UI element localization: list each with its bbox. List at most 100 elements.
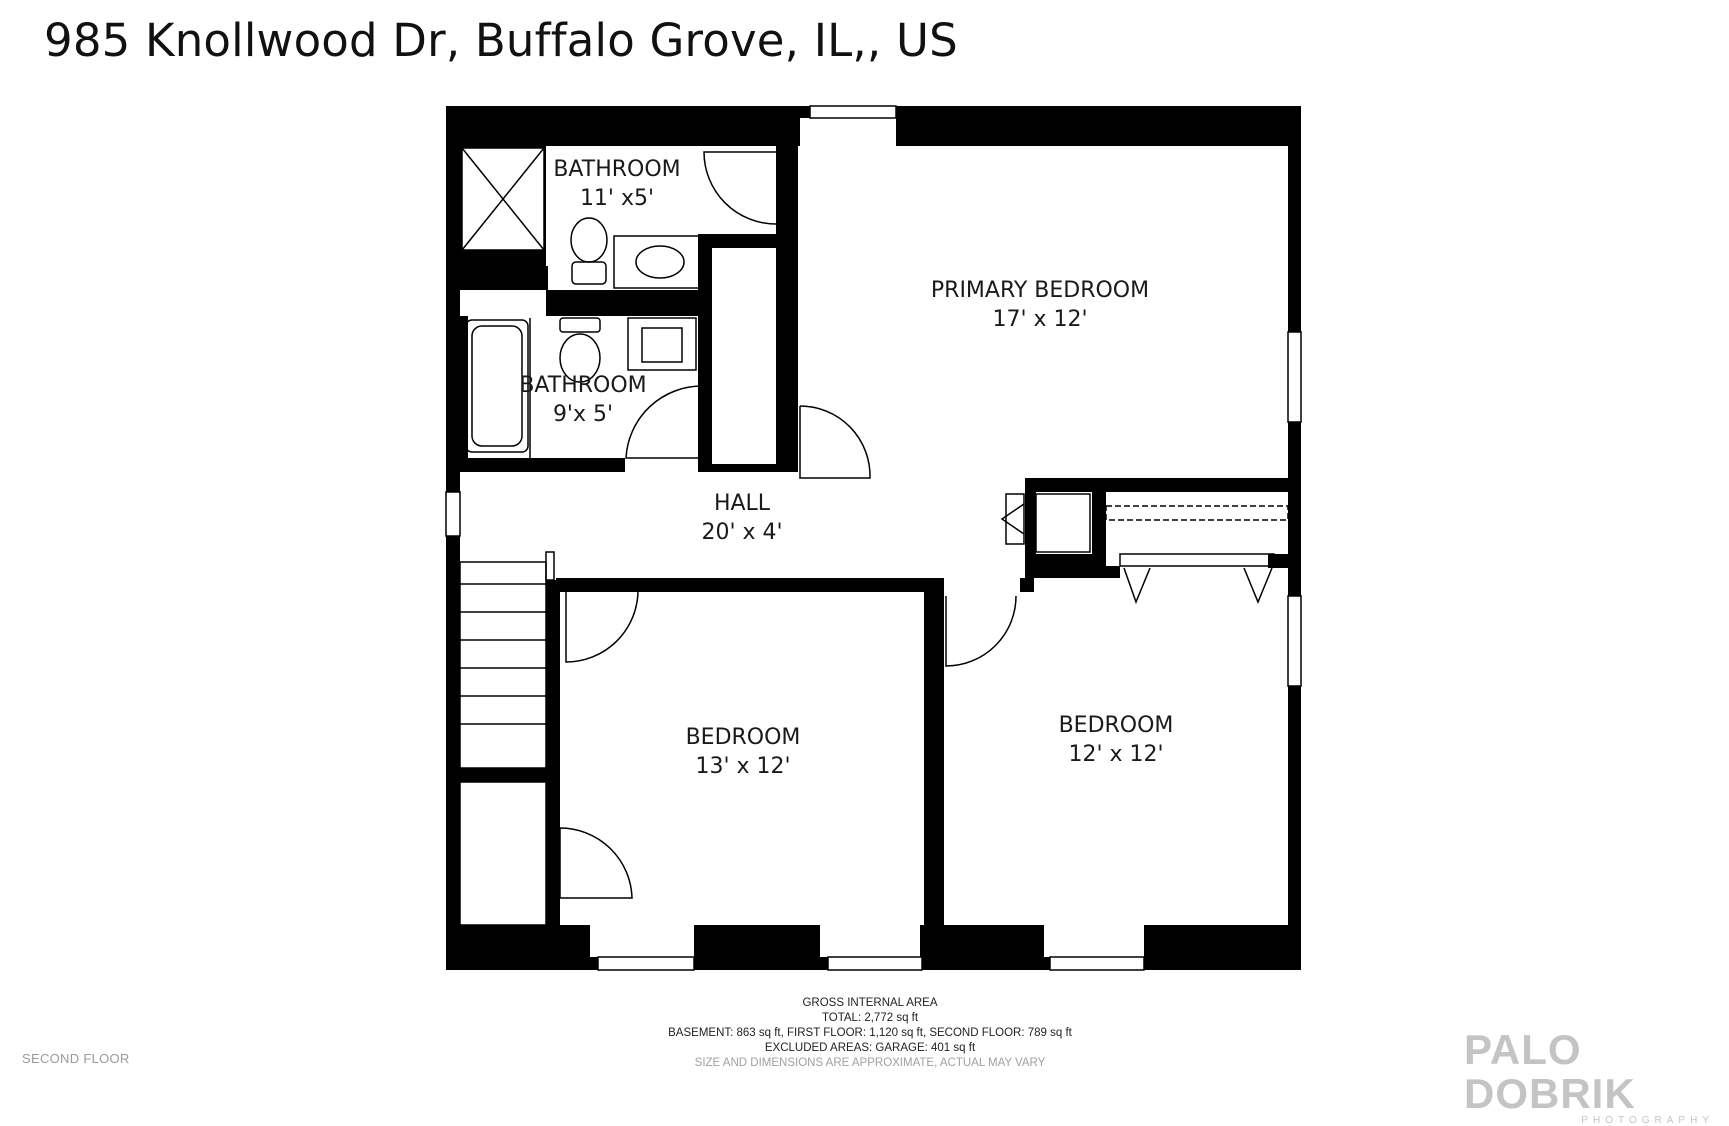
wall [698, 316, 712, 494]
wall [1092, 478, 1106, 554]
window [1049, 956, 1145, 971]
room-dimensions: 13' x 12' [695, 754, 790, 779]
wall [446, 925, 590, 970]
room-name: BATHROOM [519, 373, 646, 398]
room-dimensions: 11' x5' [580, 186, 654, 211]
window [597, 956, 695, 971]
windows [445, 105, 1302, 971]
closet-rod [1105, 505, 1289, 521]
wall [446, 106, 460, 970]
sink [635, 245, 685, 279]
area-heading: GROSS INTERNAL AREA [802, 997, 938, 1009]
floor [560, 592, 924, 925]
fixtures [459, 147, 1091, 926]
wall [698, 234, 788, 248]
brand-sub: PHOTOGRAPHY [1581, 1115, 1714, 1126]
vanity [613, 235, 701, 289]
shower-line [461, 147, 545, 251]
wall [920, 925, 1044, 970]
stair-rail [545, 551, 555, 581]
room-dimensions: 20' x 4' [701, 520, 782, 545]
closet-box [1035, 493, 1091, 553]
floor [1036, 492, 1092, 554]
room-floors [460, 146, 1288, 925]
floor-plan: BATHROOM 11' x5' PRIMARY BEDROOM 17' x 12' B… [445, 105, 1302, 971]
wall [556, 578, 932, 592]
wall [546, 580, 560, 930]
sink [641, 327, 683, 363]
floor [798, 146, 1288, 478]
floor [712, 248, 776, 464]
window [1287, 331, 1302, 423]
window [1287, 595, 1302, 687]
wall [896, 106, 1300, 146]
floor [460, 562, 546, 768]
wall [776, 146, 790, 476]
closet-door-track [1119, 553, 1275, 567]
toilet-tank [559, 317, 601, 333]
wall [460, 316, 468, 458]
floor [468, 316, 698, 458]
wall [546, 580, 560, 588]
hall-door [1005, 493, 1025, 545]
door [1000, 503, 1025, 535]
closet-door [1243, 567, 1273, 604]
floor [1106, 492, 1288, 554]
brand-name: PALO DOBRIK [1464, 1026, 1636, 1117]
door [945, 595, 1017, 667]
wall [1144, 925, 1301, 970]
door [625, 385, 703, 459]
wall [924, 590, 944, 930]
wall [460, 458, 625, 472]
area-breakdown: BASEMENT: 863 sq ft, FIRST FLOOR: 1,120 … [668, 1027, 1072, 1039]
wall [460, 266, 548, 290]
room-name: BEDROOM [1059, 713, 1174, 738]
floor [460, 782, 546, 925]
floor [548, 234, 698, 290]
room-name: BATHROOM [553, 157, 680, 182]
stair-well [459, 561, 547, 769]
door [703, 151, 777, 225]
closet-door [1123, 567, 1151, 605]
brand-logo: PALO DOBRIK PHOTOGRAPHY [1464, 1028, 1724, 1126]
room-name: BEDROOM [686, 725, 801, 750]
floor-label: SECOND FLOOR [22, 1051, 130, 1066]
room-name: HALL [714, 491, 771, 516]
window [809, 105, 897, 119]
wall [788, 146, 798, 476]
wall [1268, 554, 1301, 568]
wall [446, 106, 800, 146]
wall [1020, 554, 1106, 568]
room-labels: BATHROOM 11' x5' PRIMARY BEDROOM 17' x 12' B… [519, 157, 1173, 779]
stairs [459, 551, 555, 769]
bathtub-inner [471, 325, 523, 447]
door [799, 405, 871, 479]
door [559, 827, 633, 899]
toilet-bowl [570, 217, 608, 263]
wall [460, 768, 548, 782]
wall [698, 234, 712, 316]
wall [1288, 106, 1301, 970]
page-title: 985 Knollwood Dr, Buffalo Grove, IL,, US [44, 14, 958, 67]
closet-box [459, 781, 547, 926]
wall [932, 578, 944, 592]
wall [460, 252, 546, 266]
door [565, 589, 639, 663]
window [445, 491, 461, 537]
closet [1105, 505, 1289, 605]
area-summary: GROSS INTERNAL AREA TOTAL: 2,772 sq ft B… [590, 996, 1150, 1071]
wall [1034, 566, 1120, 578]
room-dimensions: 12' x 12' [1068, 742, 1163, 767]
wall [694, 925, 820, 970]
wall [546, 290, 712, 316]
bathtub [465, 319, 529, 453]
window [827, 956, 923, 971]
vanity [627, 317, 697, 371]
floor [944, 592, 1288, 925]
area-total: TOTAL: 2,772 sq ft [821, 1012, 919, 1024]
area-disclaimer: SIZE AND DIMENSIONS ARE APPROXIMATE, ACT… [694, 1057, 1046, 1069]
area-excluded: EXCLUDED AREAS: GARAGE: 401 sq ft [764, 1042, 976, 1054]
room-dimensions: 17' x 12' [992, 307, 1087, 332]
doors [559, 151, 1025, 899]
room-name: PRIMARY BEDROOM [931, 278, 1149, 303]
